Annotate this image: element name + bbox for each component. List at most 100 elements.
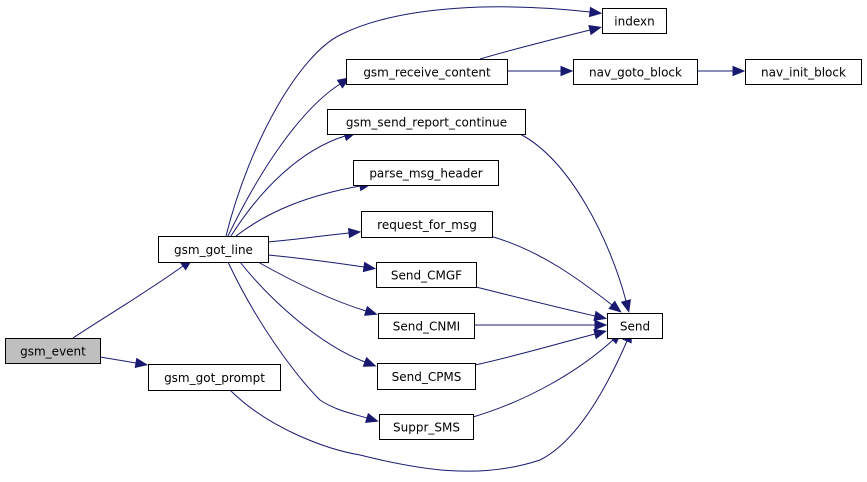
edge-line <box>519 133 627 302</box>
node-gsm-send-report-continue[interactable]: gsm_send_report_continue <box>327 109 526 135</box>
node-label: gsm_event <box>20 345 86 359</box>
edge-Send_CMGF-to-Send <box>475 286 608 322</box>
edge-gsm_got_line-to-indexn <box>225 6 603 237</box>
edge-Send_CNMI-to-Send <box>474 319 608 331</box>
node-label: parse_msg_header <box>369 167 482 181</box>
node-send[interactable]: Send <box>607 313 663 339</box>
node-label: Suppr_SMS <box>393 421 460 435</box>
edge-line <box>267 254 365 268</box>
node-box <box>327 109 526 135</box>
node-box <box>378 313 475 339</box>
edge-gsm_got_prompt-to-Send <box>229 329 632 472</box>
node-send-cpms[interactable]: Send_CPMS <box>377 363 476 390</box>
arrowhead-icon <box>593 310 608 322</box>
node-box <box>346 59 508 85</box>
node-suppr-sms[interactable]: Suppr_SMS <box>379 414 474 440</box>
arrowhead-icon <box>588 25 602 36</box>
node-box <box>148 364 281 391</box>
arrowhead-icon <box>362 356 377 367</box>
edge-line <box>235 185 361 237</box>
node-label: Send <box>620 320 650 334</box>
edge-line <box>472 339 614 418</box>
node-box <box>376 262 477 288</box>
edge-line <box>225 6 591 237</box>
edge-line <box>479 29 591 60</box>
edge-gsm_event-to-gsm_got_line <box>72 258 193 339</box>
edge-gsm_got_line-to-Send_CPMS <box>239 261 377 367</box>
node-label: indexn <box>614 15 654 29</box>
edge-Suppr_SMS-to-Send <box>472 331 623 418</box>
node-label: gsm_got_line <box>174 243 253 257</box>
arrowhead-icon <box>134 357 149 369</box>
node-gsm-got-line[interactable]: gsm_got_line <box>158 236 269 263</box>
node-box <box>745 59 862 85</box>
edge-gsm_got_line-to-parse_msg_header <box>235 180 373 237</box>
edge-line <box>474 333 596 366</box>
node-send-cmgf[interactable]: Send_CMGF <box>376 262 477 288</box>
arrowhead-icon <box>593 329 607 340</box>
node-nav-goto-block[interactable]: nav_goto_block <box>573 59 698 85</box>
arrowhead-icon <box>347 227 362 239</box>
edge-line <box>230 135 346 237</box>
edge-gsm_got_line-to-gsm_send_report_continue <box>230 131 357 237</box>
node-request-for-msg[interactable]: request_for_msg <box>361 211 493 238</box>
node-label: request_for_msg <box>377 218 477 232</box>
node-parse-msg-header[interactable]: parse_msg_header <box>353 160 499 186</box>
edge-gsm_receive_content-to-indexn <box>479 25 602 60</box>
node-box <box>158 236 269 263</box>
node-label: nav_init_block <box>761 66 846 80</box>
edge-request_for_msg-to-Send <box>489 235 622 313</box>
node-label: gsm_got_prompt <box>164 371 265 385</box>
node-gsm-receive-content[interactable]: gsm_receive_content <box>346 59 508 85</box>
edge-gsm_got_line-to-gsm_receive_content <box>227 77 351 237</box>
edge-line <box>72 265 184 339</box>
edge-gsm_receive_content-to-nav_goto_block <box>507 65 574 77</box>
nodes-layer: gsm_event gsm_got_line gsm_got_prompt index… <box>5 8 862 440</box>
node-label: Send_CMGF <box>391 269 462 283</box>
edge-gsm_event-to-gsm_got_prompt <box>99 356 149 369</box>
edge-line <box>475 286 596 317</box>
node-label: gsm_receive_content <box>363 66 491 80</box>
node-nav-init-block[interactable]: nav_init_block <box>745 59 862 85</box>
edge-line <box>227 261 368 419</box>
node-box <box>573 59 698 85</box>
arrowhead-icon <box>363 305 378 316</box>
edge-line <box>489 235 613 306</box>
node-label: Send_CNMI <box>393 320 460 334</box>
edge-line <box>99 356 137 364</box>
node-send-cnmi[interactable]: Send_CNMI <box>378 313 475 339</box>
node-box <box>361 211 493 238</box>
arrowhead-icon <box>560 65 574 77</box>
edge-gsm_got_line-to-Send_CMGF <box>267 254 377 273</box>
edge-line <box>257 261 367 312</box>
node-box <box>353 160 499 186</box>
node-label: gsm_send_report_continue <box>346 116 507 130</box>
node-gsm-got-prompt[interactable]: gsm_got_prompt <box>148 364 281 391</box>
node-box <box>607 313 663 339</box>
arrowhead-icon <box>362 261 377 273</box>
arrowhead-icon <box>608 300 622 313</box>
edge-gsm_send_report_continue-to-Send <box>519 133 631 313</box>
node-indexn[interactable]: indexn <box>602 8 667 34</box>
node-label: nav_goto_block <box>589 66 682 80</box>
node-box <box>377 363 476 390</box>
edge-line <box>227 83 341 237</box>
edge-line <box>239 261 366 363</box>
node-label: Send_CPMS <box>392 370 462 384</box>
edge-line <box>229 340 628 472</box>
node-gsm-event: gsm_event <box>5 338 101 364</box>
arrowhead-icon <box>365 412 379 423</box>
arrowhead-icon <box>588 6 603 18</box>
edge-line <box>267 232 350 243</box>
edge-nav_goto_block-to-nav_init_block <box>697 65 746 77</box>
edge-gsm_got_line-to-Send_CNMI <box>257 261 378 316</box>
arrowhead-icon <box>594 319 608 331</box>
node-box <box>602 8 667 34</box>
node-box <box>379 414 474 440</box>
edge-gsm_got_line-to-request_for_msg <box>267 227 362 243</box>
edge-gsm_got_line-to-Suppr_SMS <box>227 261 379 423</box>
edge-Send_CPMS-to-Send <box>474 329 607 366</box>
arrowhead-icon <box>732 65 746 77</box>
arrowhead-icon <box>620 299 631 313</box>
